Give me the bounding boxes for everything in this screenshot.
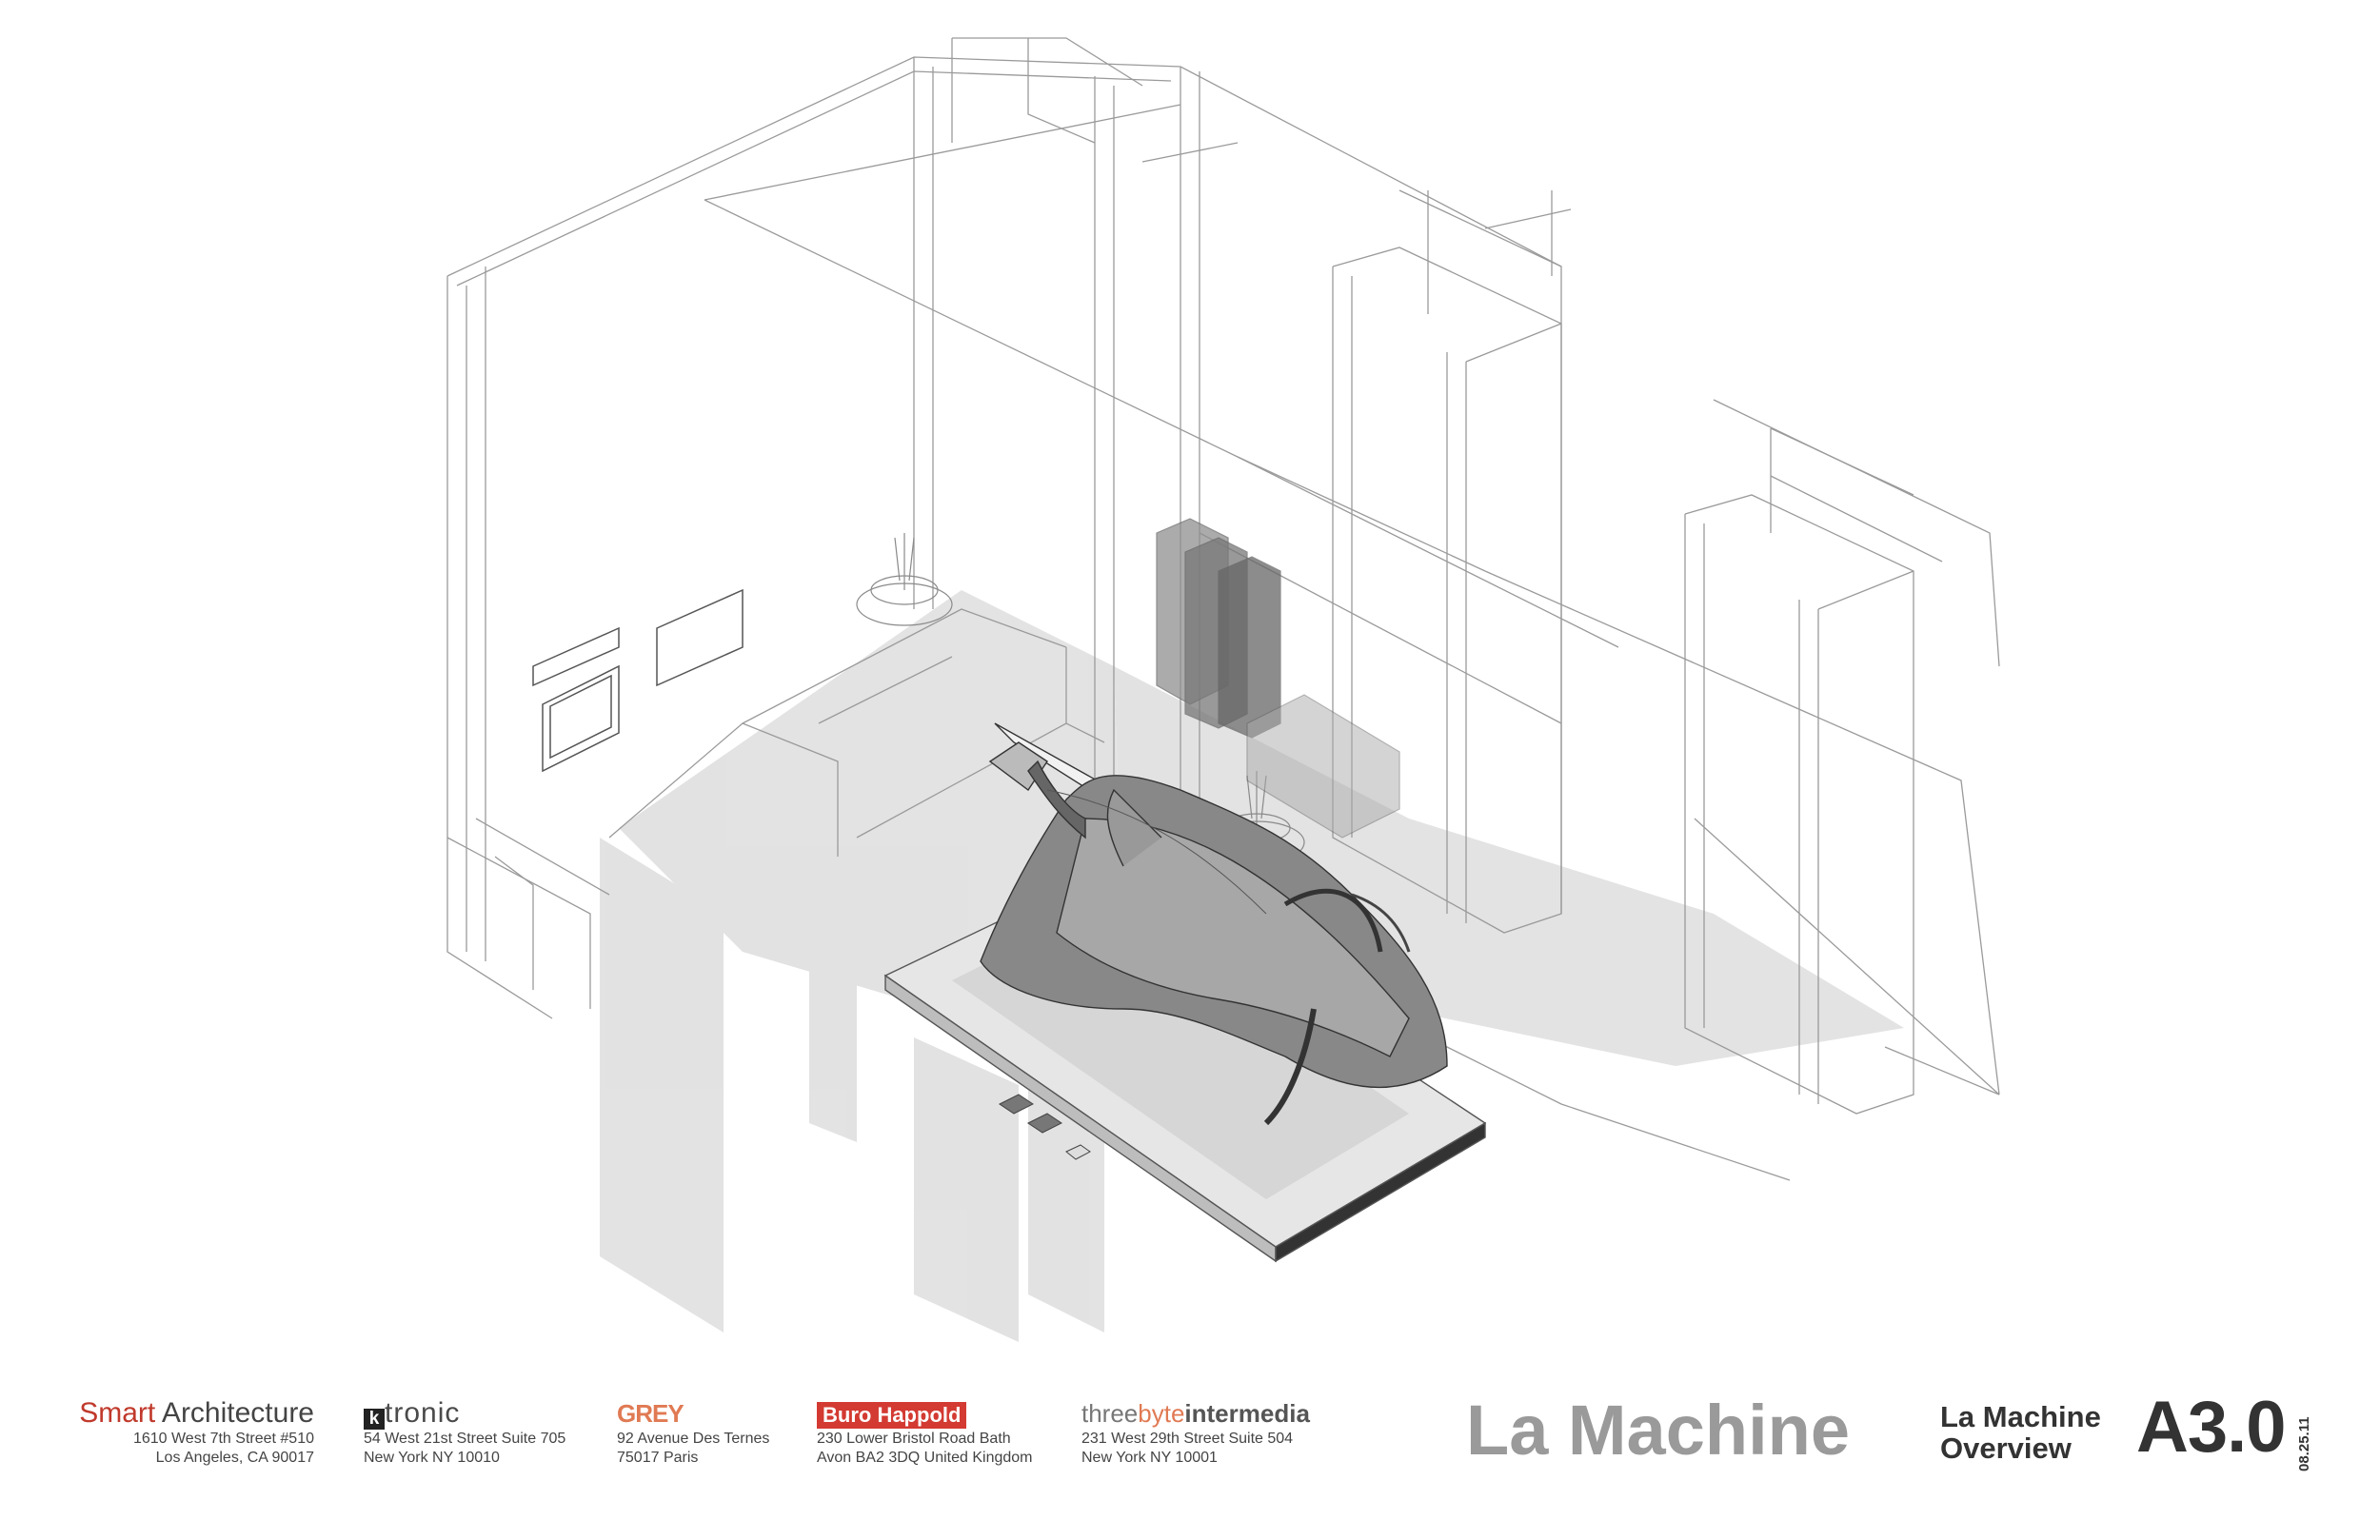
firm-grey: GREY 92 Avenue Des Ternes 75017 Paris — [617, 1397, 769, 1468]
firm-address-line1: 1610 West 7th Street #510 — [132, 1431, 314, 1447]
sheet-date: 08.25.11 — [2296, 1416, 2312, 1471]
firm-address-line1: 54 West 21st Street Suite 705 — [364, 1431, 566, 1447]
sheet-number: A3.0 — [2136, 1387, 2287, 1468]
wall-frames — [532, 588, 744, 773]
firm-name: Buro Happold — [817, 1397, 1033, 1430]
grey-logo: GREY — [617, 1399, 684, 1428]
firm-address-line2: New York NY 10010 — [364, 1450, 500, 1466]
firm-address-line1: 231 West 29th Street Suite 504 — [1081, 1431, 1294, 1447]
firm-smart-architecture: Smart Architecture 1610 West 7th Street … — [67, 1397, 314, 1468]
firm-threebyteintermedia: threebyteintermedia 231 West 29th Street… — [1081, 1397, 1310, 1468]
firm-address-line2: Avon BA2 3DQ United Kingdom — [817, 1450, 1033, 1466]
firm-name: Smart Architecture — [79, 1397, 314, 1429]
ktronic-logo-icon: k — [364, 1409, 385, 1430]
firm-address-line2: New York NY 10001 — [1081, 1450, 1218, 1466]
equipment-boxes — [1156, 518, 1400, 839]
dragon-sculpture — [980, 722, 1448, 1126]
firm-buro-happold: Buro Happold 230 Lower Bristol Road Bath… — [817, 1397, 1033, 1468]
sheet-title: La Machine Overview — [1940, 1401, 2101, 1464]
room-wireframe — [446, 37, 2000, 1181]
project-name: La Machine — [1466, 1391, 1850, 1470]
firm-address-line2: 75017 Paris — [617, 1450, 699, 1466]
isometric-drawing — [446, 37, 2000, 1342]
firm-address-line1: 230 Lower Bristol Road Bath — [817, 1431, 1011, 1447]
firm-name: GREY — [617, 1397, 769, 1430]
firm-address-line2: Los Angeles, CA 90017 — [155, 1450, 314, 1466]
sheet-title-line1: La Machine — [1940, 1400, 2101, 1433]
sheet-title-line2: Overview — [1940, 1431, 2072, 1465]
firm-name: threebyteintermedia — [1081, 1399, 1310, 1428]
buro-happold-logo: Buro Happold — [817, 1402, 967, 1429]
firm-address-line1: 92 Avenue Des Ternes — [617, 1431, 770, 1447]
small-objects — [999, 1094, 1091, 1160]
